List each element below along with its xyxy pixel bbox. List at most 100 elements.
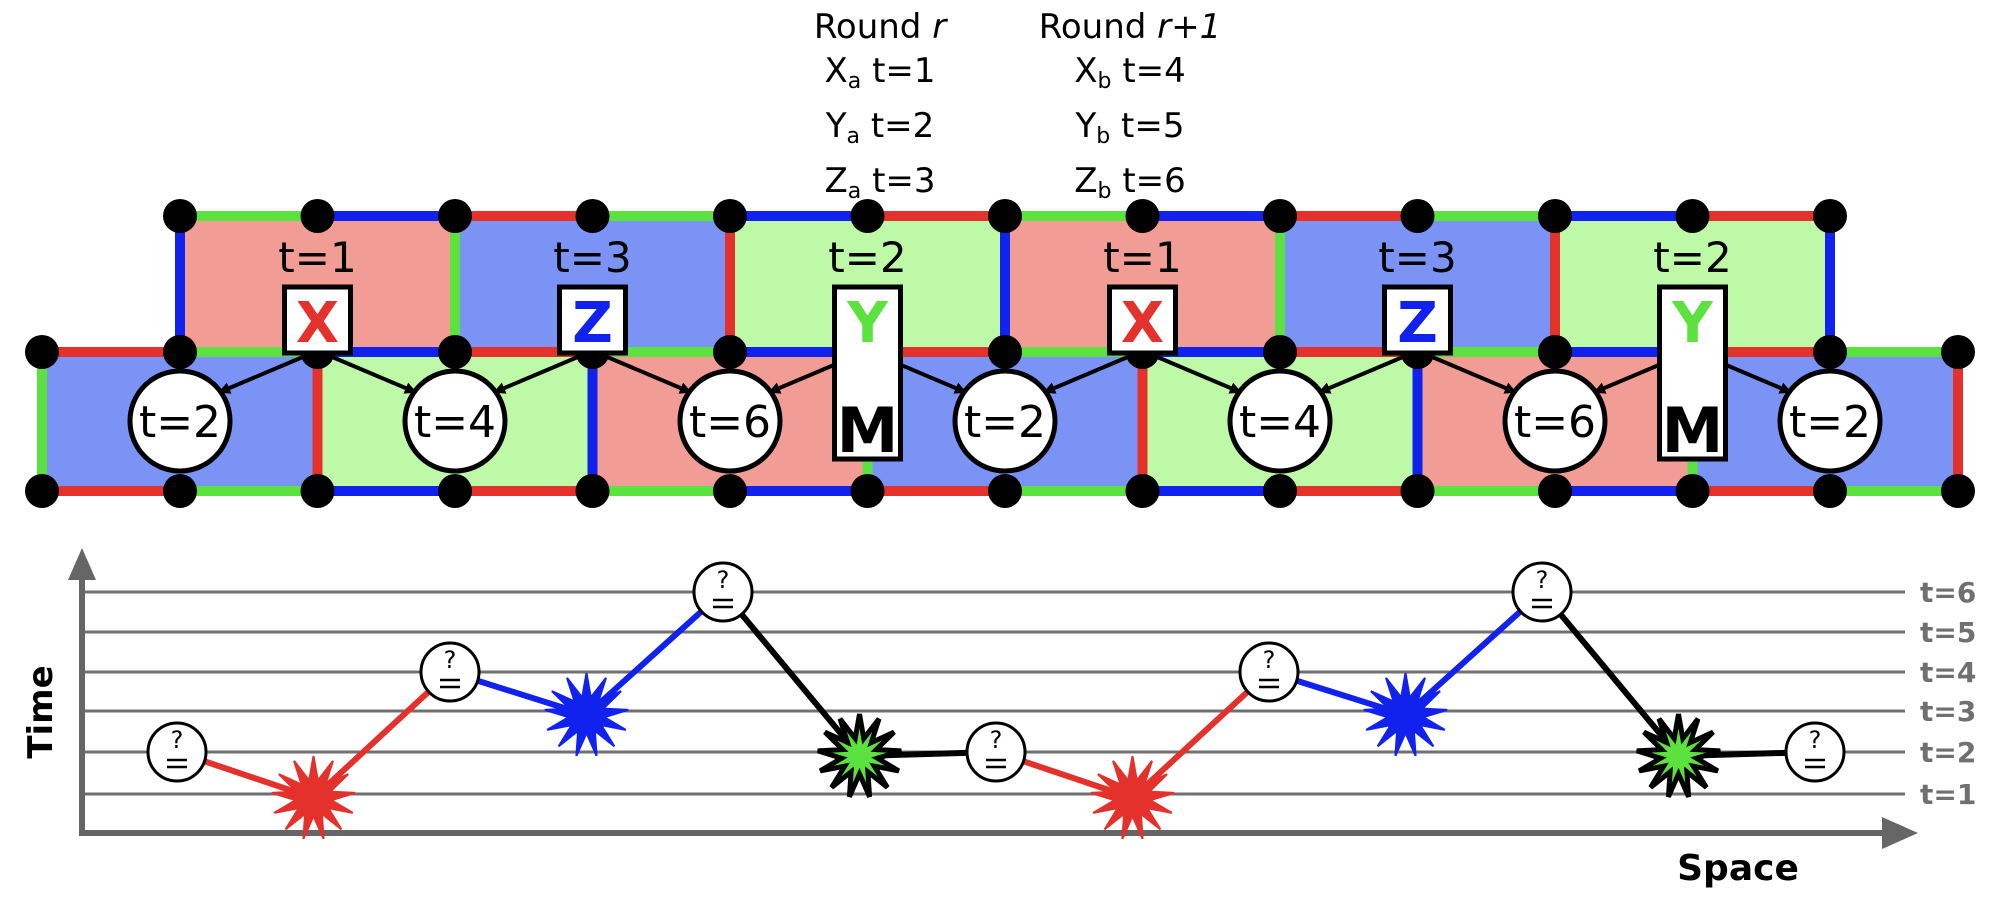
lattice-vertex <box>25 335 59 369</box>
time-level-label: t=3 <box>1920 695 1976 728</box>
timeline-edge <box>1403 589 1545 718</box>
check-box <box>282 284 353 356</box>
comparison-node <box>692 561 754 623</box>
check-letter: Y <box>846 291 889 356</box>
lattice-vertex <box>1400 199 1435 233</box>
stabilizer-circle <box>677 368 783 474</box>
flow-arrow <box>326 353 417 394</box>
flow-arrow <box>1151 353 1242 394</box>
comparison-node <box>1511 561 1573 623</box>
lattice-vertex <box>1538 474 1572 508</box>
plaquette-time-label: t=2 <box>1653 233 1731 282</box>
lattice-vertex <box>1125 474 1160 508</box>
flow-arrow <box>1318 353 1409 394</box>
lattice-vertex <box>1263 474 1297 508</box>
check-box <box>1382 284 1453 356</box>
timeline-edge <box>584 589 726 718</box>
stabilizer-circle <box>1227 368 1333 474</box>
round-r1-x-line: Xb t=4 <box>1074 51 1186 94</box>
plaquette-time-label: t=1 <box>278 233 356 282</box>
plaquette-time-label: t=3 <box>553 233 631 282</box>
round-r1-y-line: Yb t=5 <box>1075 106 1185 149</box>
comparison-node <box>1784 721 1846 783</box>
lattice-vertex <box>988 199 1022 233</box>
comparison-symbol: ? <box>1536 566 1549 594</box>
time-axis-label: Time <box>21 665 61 758</box>
stabilizer-circle <box>1777 368 1883 474</box>
stabilizer-time-label: t=2 <box>139 397 221 448</box>
plaquette-time-label: t=1 <box>1103 233 1181 282</box>
round-r-z-line: Za t=3 <box>824 161 936 204</box>
check-box <box>1107 284 1178 356</box>
lattice-vertex <box>1263 199 1297 233</box>
stabilizer-circle <box>1502 368 1608 474</box>
comparison-symbol: ? <box>1809 726 1822 754</box>
lattice-vertex <box>438 474 472 508</box>
detection-burst <box>1636 713 1721 798</box>
detection-burst <box>817 713 902 798</box>
space-axis-label: Space <box>1677 848 1799 889</box>
comparison-symbol: ? <box>1263 646 1276 674</box>
stabilizer-time-label: t=6 <box>689 397 771 448</box>
lattice-vertex <box>1125 199 1160 233</box>
detection-burst <box>1090 755 1175 840</box>
stabilizer-circle <box>402 368 508 474</box>
lattice-vertex <box>575 199 610 233</box>
plaquette-time-label: t=3 <box>1378 233 1456 282</box>
flow-arrow <box>1426 353 1517 394</box>
round-r-x-line: Xa t=1 <box>824 51 936 94</box>
detection-burst <box>544 672 629 757</box>
time-level-label: t=5 <box>1920 616 1976 649</box>
timeline-edge <box>1539 590 1681 758</box>
lattice-vertex <box>163 199 197 233</box>
measure-box <box>1657 284 1728 462</box>
timeline-edge <box>720 590 862 758</box>
round-r1-title: Round r+1 <box>1038 7 1222 47</box>
stabilizer-time-label: t=4 <box>414 397 496 448</box>
time-axis-arrowhead <box>68 548 96 580</box>
lattice-vertex <box>1813 199 1847 233</box>
comparison-symbol: ? <box>171 726 184 754</box>
lattice-vertex <box>163 335 197 369</box>
time-level-label: t=1 <box>1920 778 1976 811</box>
comparison-symbol: ? <box>717 566 730 594</box>
comparison-symbol: ? <box>990 726 1003 754</box>
lattice-vertex <box>1675 474 1710 508</box>
round-r1-z-line: Zb t=6 <box>1074 161 1186 204</box>
comparison-node <box>1238 641 1300 703</box>
measure-letter: M <box>1662 394 1724 467</box>
plaquette-time-label: t=2 <box>828 233 906 282</box>
check-letter: Y <box>1671 291 1714 356</box>
lattice-vertex <box>850 199 885 233</box>
measure-box <box>832 284 903 462</box>
round-r1-caption: Round r+1 Xb t=4 Yb t=5 Zb t=6 <box>1010 5 1250 214</box>
lattice-vertex <box>713 199 747 233</box>
stabilizer-time-label: t=4 <box>1239 397 1321 448</box>
lattice-vertex <box>988 474 1022 508</box>
flow-arrow <box>218 353 309 394</box>
lattice-vertex <box>575 474 610 508</box>
stabilizer-circle <box>127 368 233 474</box>
lattice-vertex <box>1941 335 1975 369</box>
flow-arrow <box>601 353 692 394</box>
lattice-vertex <box>713 335 747 369</box>
comparison-node <box>146 721 208 783</box>
check-box <box>557 284 628 356</box>
comparison-node <box>419 641 481 703</box>
flow-arrow <box>1043 353 1134 394</box>
lattice-vertex <box>1538 335 1572 369</box>
time-level-label: t=4 <box>1920 656 1976 689</box>
lattice-vertex <box>713 474 747 508</box>
comparison-symbol: ? <box>444 646 457 674</box>
lattice-vertex <box>1941 474 1975 508</box>
lattice-vertex <box>438 199 472 233</box>
lattice-vertex <box>850 474 885 508</box>
detection-burst <box>271 755 356 840</box>
time-level-label: t=2 <box>1920 736 1976 769</box>
space-axis-arrowhead <box>1882 817 1918 849</box>
stabilizer-time-label: t=2 <box>964 397 1046 448</box>
lattice-vertex <box>25 474 59 508</box>
